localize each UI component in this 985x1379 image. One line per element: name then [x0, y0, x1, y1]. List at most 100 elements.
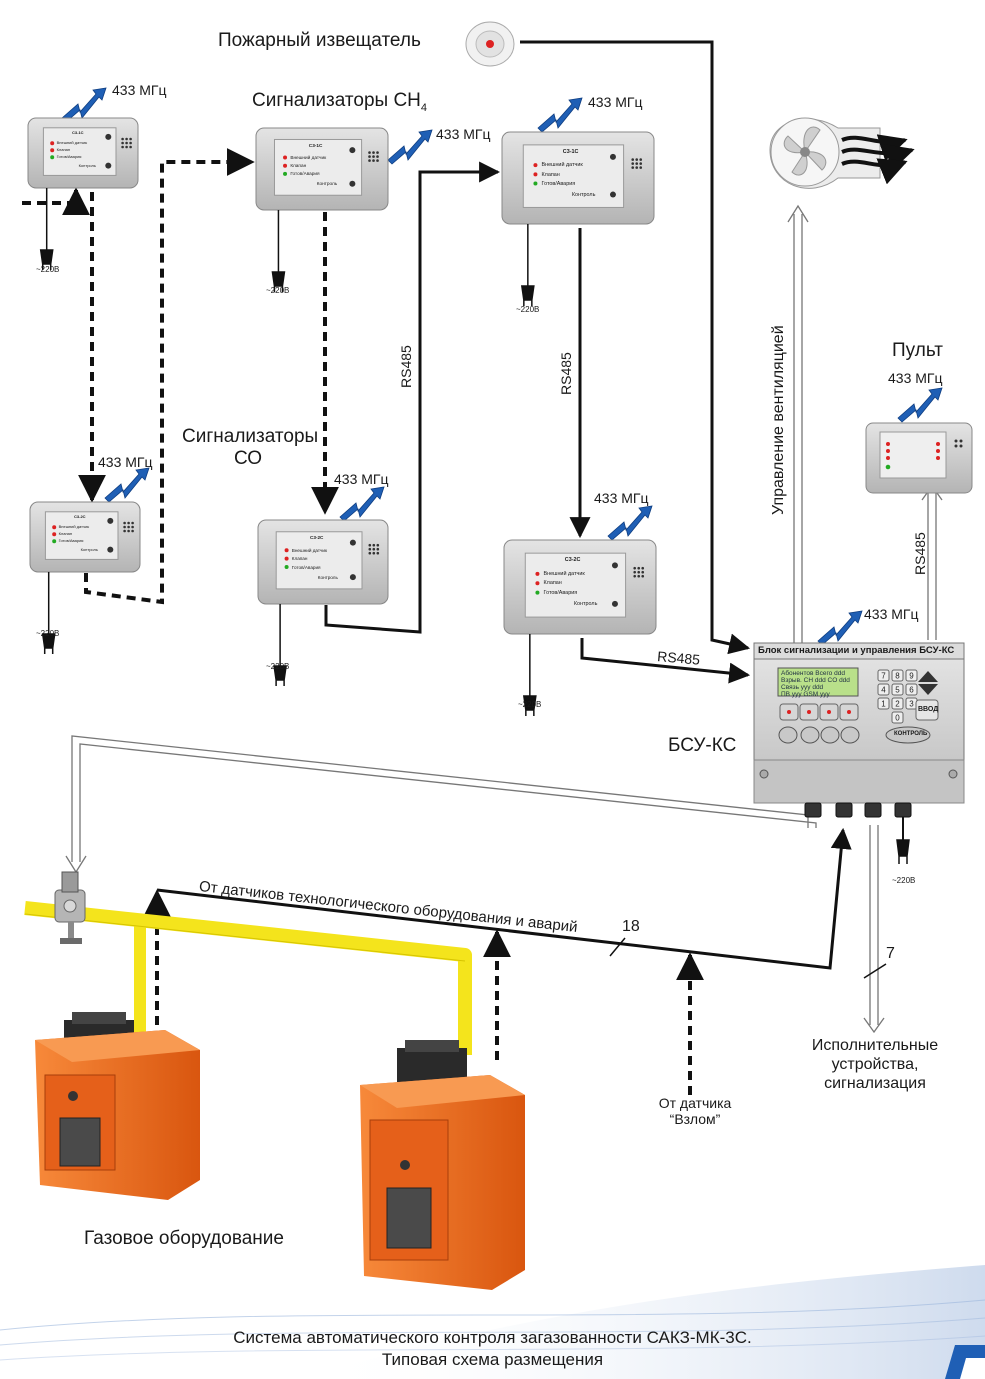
power-plug-icon: [39, 249, 54, 270]
wire-ticks: [609, 937, 887, 979]
power-plug-icon: [273, 665, 287, 686]
bsu-key: [891, 683, 904, 696]
background-swoosh: [0, 1265, 985, 1379]
sensor-panel-text: Контроль: [316, 181, 338, 187]
freq-label: 433 МГц: [436, 126, 491, 142]
bsu-panel-title: Блок сигнализации и управления БСУ-КС: [758, 645, 955, 656]
bsu-key-label: 8: [895, 672, 900, 681]
power-label: ~220В: [36, 265, 60, 274]
freq-label: 433 МГц: [594, 490, 649, 506]
sensor-panel-text: С3-1С: [308, 142, 323, 148]
sensor-panel-text: Контроль: [573, 601, 598, 608]
freq-label: 433 МГц: [588, 94, 643, 110]
ch4-group-text: Сигнализаторы СН: [252, 90, 421, 111]
ch4-group-label: Сигнализаторы СН4: [252, 90, 427, 114]
bsu-key-label: 4: [881, 686, 886, 695]
sensor-panel-text: Контроль: [571, 191, 596, 198]
actuators-label: Исполнительные устройства, сигнализация: [790, 1036, 960, 1094]
bsu-key-label: 0: [895, 714, 900, 723]
wire-count-7: 7: [886, 945, 895, 962]
breakin-line2: “Взлом”: [669, 1111, 721, 1128]
sensor-panel-text: Внешний датчик: [56, 140, 88, 146]
gas-sensor-unit: [255, 127, 389, 211]
fire-detector-label: Пожарный извещатель: [218, 30, 421, 51]
bsu-screen-line: Связь yyy ddd: [781, 684, 824, 691]
rs485-label: RS485: [912, 532, 928, 575]
bsu-key: [905, 669, 918, 682]
caption-line1: Система автоматического контроля загазов…: [233, 1328, 752, 1347]
sensor-panel-text: Контроль: [80, 546, 98, 552]
bsu-key: [905, 683, 918, 696]
wireless-icons: [61, 87, 943, 646]
bsu-key-label: 1: [881, 700, 886, 709]
bsu-control-button: КОНТРОЛЬ: [894, 731, 928, 737]
fire-detector-icon: [465, 21, 515, 67]
sensor-panel-text: Клапан: [543, 580, 562, 587]
power-label: ~220В: [892, 876, 916, 885]
sensor-panel-text: Внешний датчик: [541, 162, 583, 169]
gas-sensor-unit: [29, 501, 141, 573]
bsu-key-label: 2: [895, 700, 900, 709]
sensor-panel-text: Готов/Авария: [541, 180, 576, 187]
gas-sensor-unit: [501, 131, 655, 225]
gas-sensor-unit: [503, 539, 657, 635]
bsu-key-label: 6: [909, 686, 914, 695]
rs485-label: RS485: [558, 352, 574, 395]
sensor-panel-text: Внешний датчик: [543, 571, 585, 578]
bsu-key: [891, 711, 904, 724]
power-plug-icon: [896, 839, 910, 864]
gas-sensor-unit: [257, 519, 389, 605]
bsu-key: [891, 697, 904, 710]
sensor-panel-text: Клапан: [58, 531, 73, 537]
sensor-panel-text: Готов/Авария: [543, 589, 578, 596]
sensor-panel-text: С3-2С: [74, 513, 86, 519]
breakin-label: От датчика “Взлом”: [640, 1095, 750, 1127]
pult-device: [865, 422, 973, 494]
rs485-links: [156, 40, 852, 970]
power-plug-icon: [271, 271, 286, 292]
caption-line2: Типовая схема размещения: [381, 1350, 604, 1369]
breakin-line1: От датчика: [658, 1095, 732, 1111]
actuators-line2: устройства,: [831, 1056, 919, 1074]
freq-label: 433 МГц: [98, 454, 153, 470]
bsu-screen: Абонентов Всего ddd Взрыв. СН ddd CO ddd…: [781, 670, 850, 698]
rs485-label: RS485: [398, 345, 414, 388]
gas-pipe: [24, 901, 472, 1055]
sensor-panel-text: Клапан: [291, 556, 308, 562]
bsu-key: [877, 697, 890, 710]
pult-label: Пульт: [892, 340, 943, 361]
sensor-panel-text: С3-1С: [72, 129, 84, 135]
sensor-panel-text: Внешний датчик: [58, 524, 90, 530]
actuators-line3: сигнализация: [824, 1075, 926, 1093]
power-label: ~220В: [266, 286, 290, 295]
ch4-subscript: 4: [420, 101, 428, 114]
sensor-panel-text: Внешний датчик: [290, 155, 327, 161]
bsu-screen-line: Абонентов Всего ddd: [781, 670, 845, 677]
bsu-key-label: 7: [881, 672, 886, 681]
sensor-panel-text: Клапан: [290, 163, 307, 169]
sensor-panel-text: С3-2С: [564, 556, 581, 563]
sensor-panel-text: С3-2С: [310, 535, 324, 541]
boiler-1: [35, 1012, 200, 1200]
bsu-key: [877, 683, 890, 696]
freq-label: 433 МГц: [334, 471, 389, 487]
sensor-panel-text: Контроль: [78, 162, 96, 168]
sensor-panel-text: Клапан: [541, 171, 560, 178]
bsu-enter-button: ВВОД: [918, 706, 939, 713]
bsu-key-label: 3: [909, 700, 914, 709]
sensor-panel-text: С3-1С: [562, 148, 579, 155]
bsu-key: [877, 669, 890, 682]
sensor-panel-text: Внешний датчик: [291, 547, 328, 553]
bsu-key: [891, 669, 904, 682]
power-label: ~220В: [516, 305, 540, 314]
gas-valve: [54, 871, 86, 944]
actuators-line1: Исполнительные: [811, 1037, 939, 1054]
bsu-screen-line: ПВ yyy GSM yyy: [781, 691, 830, 698]
bsu-key-label: 9: [909, 672, 914, 681]
bsu-label: БСУ-КС: [668, 735, 737, 756]
bsu-screen-line: Взрыв. СН ddd CO ddd: [781, 677, 850, 684]
gas-equipment-label: Газовое оборудование: [84, 1228, 284, 1249]
